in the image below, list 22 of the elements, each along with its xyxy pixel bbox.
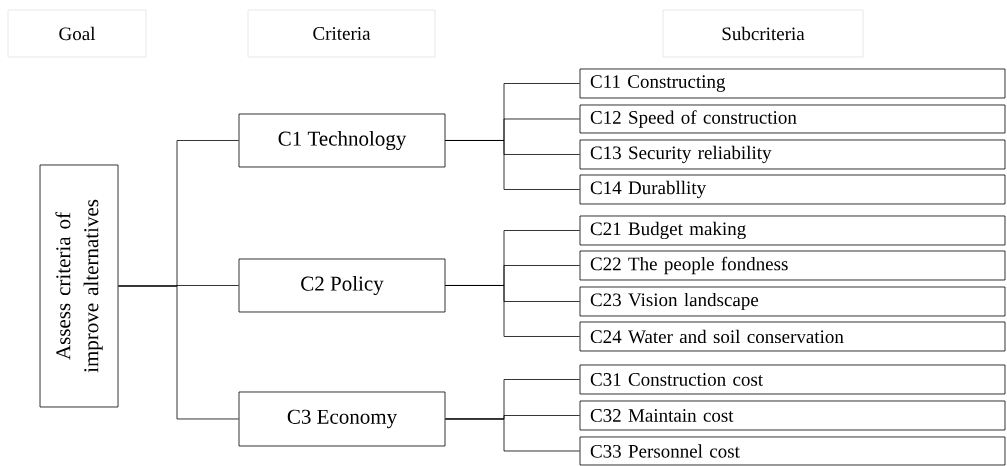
criterion-box: C2 Policy	[238, 258, 446, 313]
subcriterion-box: C33 Personnel cost	[579, 436, 1006, 466]
connector	[445, 418, 580, 452]
criterion-box: C1 Technology	[238, 113, 446, 168]
subcriterion-box: C22 The people fondness	[579, 250, 1006, 281]
subcriterion-box: C14 Durabllity	[579, 174, 1006, 205]
subcriterion-box: C13 Security reliability	[579, 139, 1006, 170]
goal-box: Assess criteria of improve alternatives	[39, 164, 119, 408]
level-heading-box: Subcriteria	[662, 9, 864, 58]
criterion-box: C3 Economy	[238, 391, 446, 447]
connector	[118, 285, 239, 420]
subcriterion-box: C23 Vision landscape	[579, 286, 1006, 317]
connector	[445, 140, 580, 190]
level-heading-box: Criteria	[247, 9, 436, 58]
level-heading-box: Goal	[7, 9, 147, 58]
subcriterion-box: C12 Speed of construction	[579, 104, 1006, 134]
connector	[445, 285, 580, 337]
subcriterion-box: C32 Maintain cost	[579, 400, 1006, 431]
subcriterion-box: C11 Constructing	[579, 68, 1006, 99]
subcriterion-box: C24 Water and soil conservation	[579, 321, 1006, 352]
subcriterion-box: C21 Budget making	[579, 215, 1006, 246]
subcriterion-box: C31 Construction cost	[579, 364, 1006, 395]
